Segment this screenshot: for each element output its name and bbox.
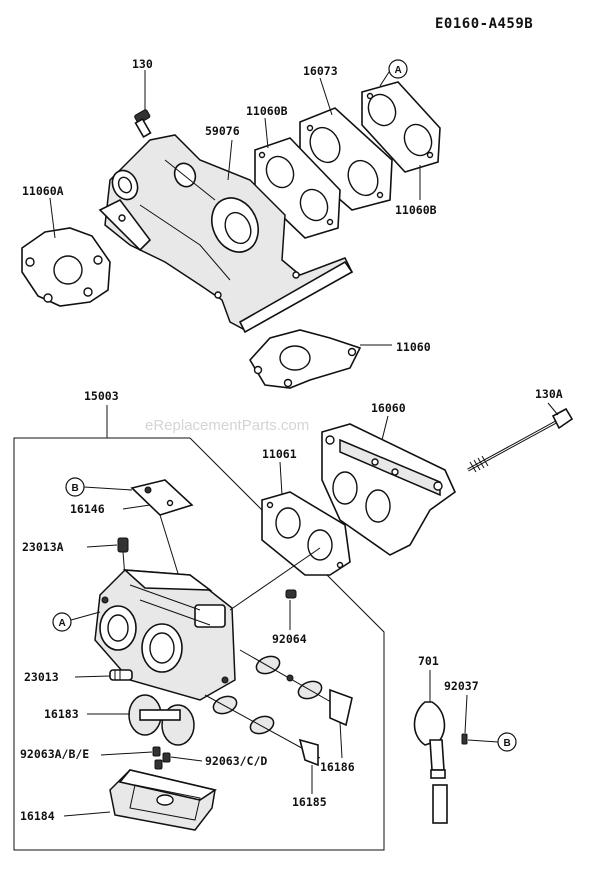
svg-text:B: B	[504, 738, 511, 749]
clip-92037[interactable]	[461, 733, 468, 745]
label-92063abe: 92063A/B/E	[20, 747, 89, 761]
label-11060b-2: 11060B	[395, 203, 437, 217]
carburetor-assembly-frame	[13, 437, 385, 851]
label-59076: 59076	[205, 124, 240, 138]
label-23013a: 23013A	[22, 540, 64, 554]
throttle-shaft-parts[interactable]	[239, 649, 353, 727]
label-16073: 16073	[303, 64, 338, 78]
label-92037: 92037	[444, 679, 479, 693]
label-16183: 16183	[44, 707, 79, 721]
spacer-16060[interactable]	[321, 423, 456, 556]
label-11061: 11061	[262, 447, 297, 461]
diagram-code: E0160-A459B	[435, 16, 533, 32]
callout-b-left: B	[65, 477, 133, 497]
hose-701[interactable]	[413, 701, 448, 824]
callout-b-right: B	[467, 732, 517, 752]
screws-92063[interactable]	[152, 746, 171, 770]
label-16185: 16185	[292, 795, 327, 809]
label-15003: 15003	[84, 389, 119, 403]
leaders-top	[49, 70, 421, 346]
label-16146: 16146	[70, 502, 105, 516]
gasket-11060a[interactable]	[21, 227, 111, 307]
label-11060: 11060	[396, 340, 431, 354]
callout-a-top: A	[379, 59, 408, 87]
label-16060: 16060	[371, 401, 406, 415]
carburetor-body[interactable]	[94, 569, 236, 701]
float-bowl-16184[interactable]	[109, 769, 217, 831]
svg-text:B: B	[72, 483, 79, 494]
label-92064: 92064	[272, 632, 307, 646]
choke-shaft-parts[interactable]	[204, 693, 321, 767]
label-16184: 16184	[20, 809, 55, 823]
leader-carb-to-gasket	[229, 547, 321, 611]
watermark: eReplacementParts.com	[145, 417, 309, 434]
callout-a-left: A	[52, 611, 101, 632]
float-16183[interactable]	[128, 694, 195, 746]
jet-92064[interactable]	[285, 589, 297, 599]
label-16186: 16186	[320, 760, 355, 774]
svg-text:A: A	[59, 618, 66, 629]
bolt-130[interactable]	[134, 109, 152, 139]
gasket-11060[interactable]	[249, 329, 362, 389]
label-92063cgd: 92063/C/D	[205, 754, 267, 768]
label-11060b-1: 11060B	[246, 104, 288, 118]
plate-16146[interactable]	[130, 479, 194, 516]
label-130: 130	[132, 57, 153, 71]
screw-23013[interactable]	[109, 669, 133, 681]
bolt-130a[interactable]	[467, 407, 574, 473]
label-701: 701	[418, 654, 439, 668]
intake-manifold-59076[interactable]	[98, 134, 354, 334]
label-11060a: 11060A	[22, 184, 64, 198]
svg-text:A: A	[395, 65, 402, 76]
gasket-11060b-rear[interactable]	[361, 81, 441, 173]
label-23013: 23013	[24, 670, 59, 684]
label-130a: 130A	[535, 387, 563, 401]
